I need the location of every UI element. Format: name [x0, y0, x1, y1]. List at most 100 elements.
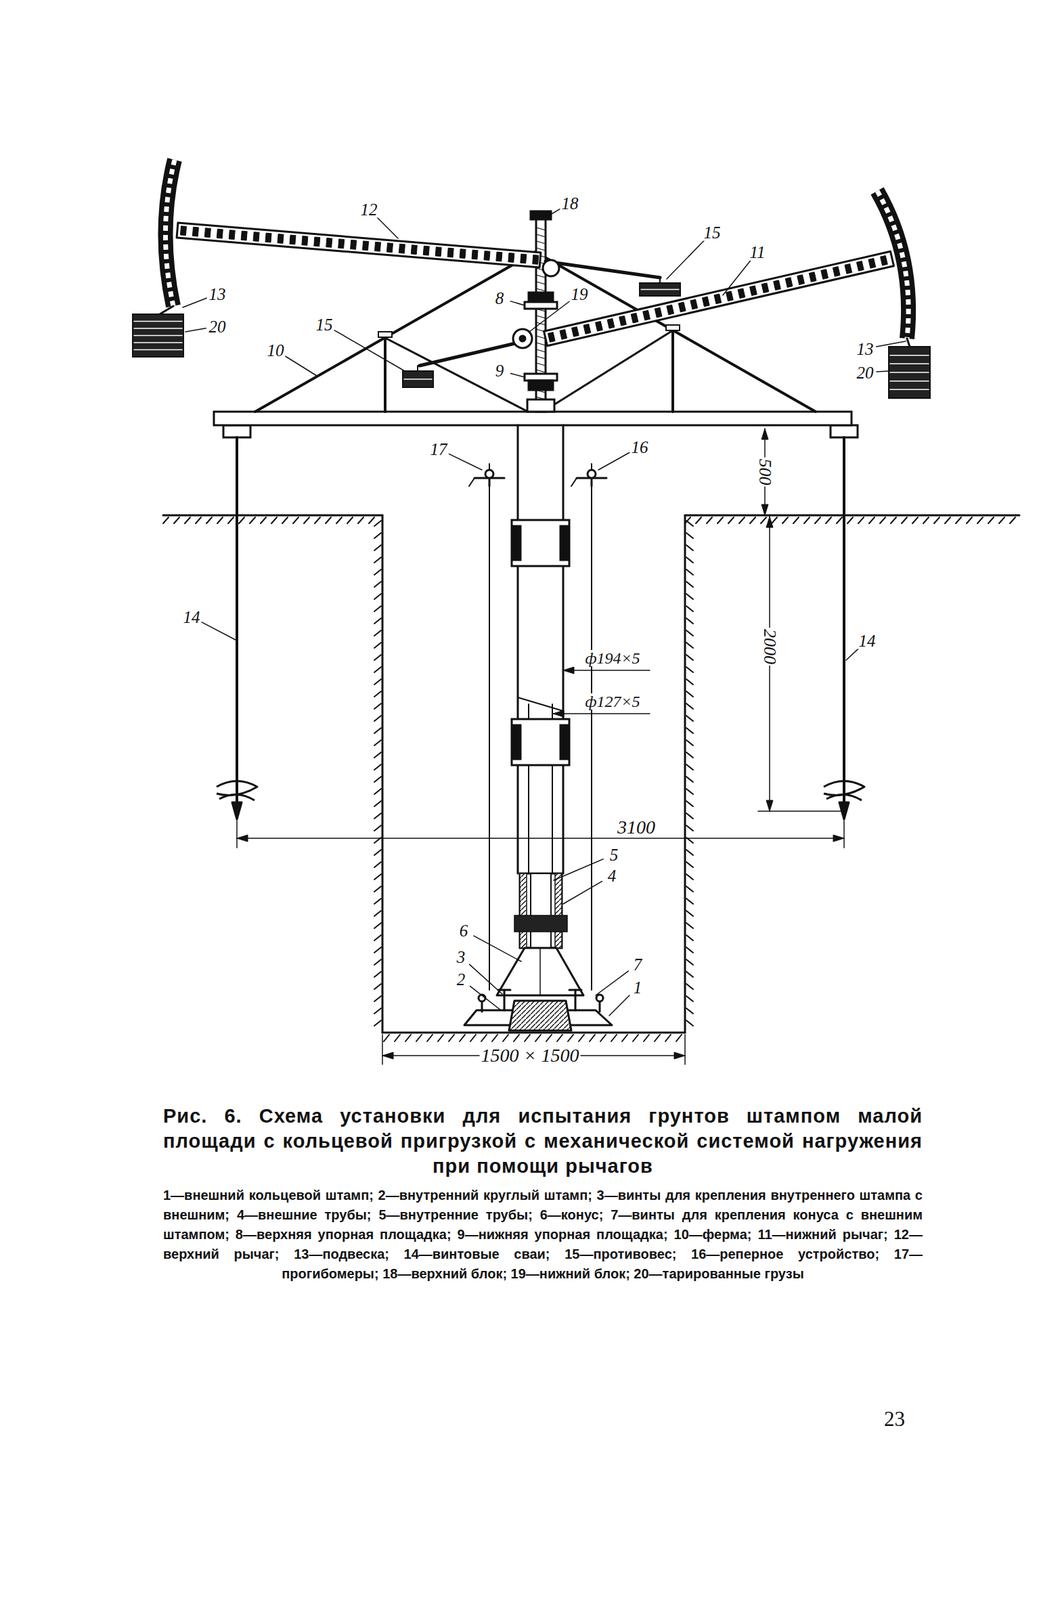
- ground-hatch: [771, 517, 778, 524]
- upper-lever-slot: [398, 243, 405, 254]
- ground-hatch: [374, 630, 382, 636]
- upper-lever-slot: [447, 247, 454, 258]
- screw-head: [596, 994, 604, 1002]
- thread: [536, 369, 546, 373]
- ground-hatch: [374, 557, 382, 563]
- ground-hatch: [238, 517, 245, 524]
- upper-lever-slot: [277, 234, 284, 244]
- thread: [536, 342, 546, 346]
- calibrated-weights-plate: [890, 354, 929, 357]
- lower-lever-slot: [690, 299, 698, 310]
- thread: [536, 240, 546, 244]
- screw-head: [569, 988, 582, 991]
- ground-hatch: [374, 642, 382, 648]
- dimension-arrow: [766, 800, 773, 811]
- leader-line: [377, 217, 399, 239]
- ground-hatch: [686, 1007, 694, 1014]
- leader-line: [469, 985, 501, 1010]
- upper-lever-slot: [265, 232, 272, 243]
- ground-hatch: [195, 517, 202, 524]
- coupling-thread: [559, 724, 570, 760]
- ground-hatch: [686, 861, 694, 868]
- ground-hatch: [374, 569, 382, 575]
- lever-sector-holes: [165, 159, 175, 306]
- ground-hatch: [374, 703, 382, 709]
- thread: [536, 247, 546, 251]
- calibrated-weights-plate: [134, 327, 183, 329]
- ground-hatch: [686, 532, 694, 539]
- pipe-cut: [517, 697, 564, 711]
- ground-hatch: [567, 1034, 574, 1042]
- ground-hatch: [686, 825, 694, 831]
- callout-number: 2: [455, 970, 468, 988]
- ground-hatch: [686, 800, 694, 807]
- ground-hatch: [206, 517, 212, 524]
- lower-lever-slot: [785, 277, 793, 288]
- ground-hatch: [686, 739, 694, 746]
- lower-lever-slot: [571, 326, 580, 338]
- thread: [536, 288, 546, 292]
- ground-hatch: [686, 959, 694, 965]
- ground-hatch: [374, 532, 382, 539]
- ground-hatch: [999, 517, 1005, 524]
- callout-number: 13: [855, 340, 876, 358]
- lower-lever-slot: [749, 285, 758, 296]
- ground-hatch: [374, 520, 382, 526]
- figure-caption: Рис. 6. Схема установки для испытания гр…: [163, 1103, 923, 1179]
- ground-hatch: [374, 849, 382, 855]
- screw-pile: [842, 437, 846, 803]
- upper-lever-slot: [289, 234, 296, 245]
- calibrated-weights-plate: [890, 363, 929, 365]
- leader-line: [510, 372, 525, 378]
- lower-lever-slot: [868, 258, 876, 269]
- ground-hatch: [374, 605, 382, 612]
- ground-hatch: [686, 544, 694, 551]
- coupling-thread: [559, 525, 570, 561]
- lower-lever-slot: [797, 274, 805, 285]
- pit-bottom: [382, 1031, 685, 1034]
- callout-number: 6: [458, 921, 470, 939]
- ground-hatch: [944, 517, 951, 524]
- ground-hatch: [686, 703, 694, 709]
- ground-hatch: [303, 517, 310, 524]
- ground-hatch: [695, 517, 702, 524]
- dimension-arrow: [761, 504, 769, 516]
- ground-hatch: [977, 517, 983, 524]
- ground-hatch: [686, 934, 694, 941]
- truss-plate: [378, 331, 392, 338]
- lower-lever-slot: [595, 320, 604, 331]
- ground-hatch: [836, 517, 843, 524]
- leader-line: [598, 452, 630, 470]
- leader-line: [876, 341, 906, 347]
- lower-lever-slot: [630, 312, 639, 323]
- screw-pile: [235, 437, 239, 803]
- pit-wall: [684, 515, 687, 1033]
- ground-hatch: [336, 517, 342, 524]
- thread: [536, 274, 546, 278]
- reference-rod: [488, 463, 491, 990]
- dimension-arrow: [236, 834, 248, 842]
- ground-hatch: [374, 776, 382, 782]
- callout-number: 13: [207, 285, 228, 303]
- ground-hatch: [654, 1034, 660, 1042]
- ground-hatch: [988, 517, 994, 524]
- ground-hatch: [374, 764, 382, 770]
- dimension-label: 500: [756, 457, 774, 487]
- ground-hatch: [513, 1034, 520, 1042]
- callout-number: 8: [494, 289, 506, 307]
- lower-lever-slot: [607, 318, 615, 329]
- ground-hatch: [358, 517, 364, 524]
- truss-post: [671, 330, 675, 412]
- reference-rod: [590, 463, 593, 990]
- counterweight: [402, 370, 434, 388]
- leader-line: [553, 712, 650, 715]
- ground-hatch: [374, 654, 382, 660]
- ground-hatch: [374, 983, 382, 989]
- ground-hatch: [314, 517, 321, 524]
- pile-helix: [219, 793, 255, 801]
- ground-surface: [163, 514, 383, 517]
- leader-line: [563, 881, 602, 904]
- lower-lever-slot: [559, 329, 568, 340]
- callout-number: 15: [702, 224, 723, 241]
- ground-hatch: [955, 517, 962, 524]
